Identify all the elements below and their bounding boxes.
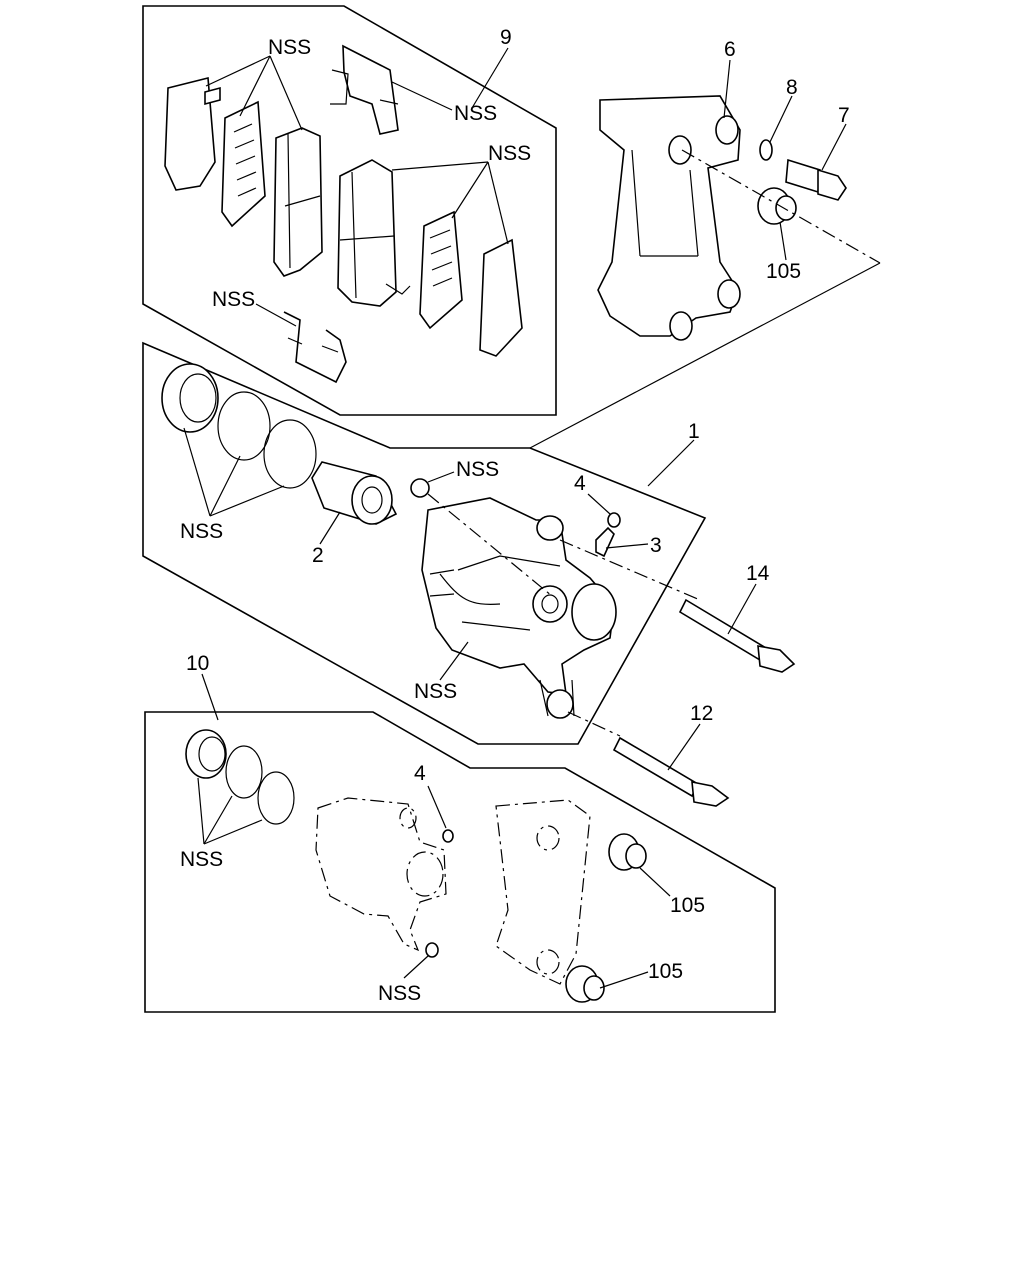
pad-clip-top bbox=[342, 44, 399, 135]
seal-kit-parts bbox=[185, 729, 295, 825]
brake-pad-outer bbox=[337, 159, 397, 307]
guide-pin-14 bbox=[678, 598, 796, 673]
callout-4-upper: 4 bbox=[574, 472, 586, 495]
guide-pin-12 bbox=[612, 736, 730, 807]
callout-nss-shims-top: NSS bbox=[268, 36, 311, 59]
bleeder-cap-4-lower bbox=[442, 829, 454, 843]
callout-6: 6 bbox=[724, 38, 736, 61]
callout-105-lower-b: 105 bbox=[648, 960, 683, 983]
caliper-outline-lower bbox=[315, 797, 447, 952]
callout-nss-pad-right: NSS bbox=[488, 142, 531, 165]
bracket-outline-lower bbox=[495, 799, 591, 985]
callout-4-lower: 4 bbox=[414, 762, 426, 785]
caliper-kit-leader bbox=[529, 262, 881, 449]
boot-105-lower-a bbox=[608, 833, 647, 871]
callout-nss-clip-top: NSS bbox=[454, 102, 497, 125]
pad-clip-bottom bbox=[283, 311, 347, 384]
callout-8: 8 bbox=[786, 76, 798, 99]
plug-nss-mid bbox=[410, 478, 430, 498]
plug-nss-lower bbox=[425, 942, 439, 958]
callout-10: 10 bbox=[186, 652, 209, 675]
piston-2 bbox=[311, 461, 398, 525]
washer-8 bbox=[759, 139, 773, 161]
callout-1: 1 bbox=[688, 420, 700, 443]
shim-slotted-left bbox=[221, 100, 266, 228]
piston-seal-set bbox=[161, 363, 317, 489]
callout-nss-plug-mid: NSS bbox=[456, 458, 499, 481]
caliper-bracket bbox=[597, 95, 741, 341]
callout-105-upper: 105 bbox=[766, 260, 801, 283]
callout-2: 2 bbox=[312, 544, 324, 567]
caliper-axis-lower bbox=[567, 711, 621, 737]
boot-105-upper bbox=[757, 187, 797, 225]
callout-nss-plug-lower: NSS bbox=[378, 982, 421, 1005]
shim-outer-right bbox=[479, 238, 523, 357]
callout-nss-seals-mid: NSS bbox=[180, 520, 223, 543]
shim-outer-left bbox=[164, 76, 216, 191]
bracket-axis-line bbox=[681, 149, 881, 264]
bolt-7 bbox=[785, 158, 847, 201]
pad-kit-parts bbox=[164, 44, 523, 384]
bleeder-screw-3 bbox=[595, 512, 621, 558]
shim-clip-left bbox=[204, 86, 221, 106]
callout-105-lower-a: 105 bbox=[670, 894, 705, 917]
seal-kit-frame bbox=[144, 711, 776, 1013]
pad-wear-indicator bbox=[385, 283, 411, 295]
callout-12: 12 bbox=[690, 702, 713, 725]
shim-slotted-right bbox=[419, 210, 463, 330]
caliper-kit-frame bbox=[142, 341, 707, 745]
callout-7: 7 bbox=[838, 104, 850, 127]
callout-9: 9 bbox=[500, 26, 512, 49]
callout-3: 3 bbox=[650, 534, 662, 557]
callout-14: 14 bbox=[746, 562, 770, 585]
callout-nss-caliper-body: NSS bbox=[414, 680, 457, 703]
pad-kit-frame bbox=[142, 5, 557, 416]
leader-lines bbox=[183, 47, 847, 989]
caliper-body bbox=[421, 497, 617, 719]
boot-105-lower-b bbox=[565, 965, 605, 1003]
callout-nss-seals-lower: NSS bbox=[180, 848, 223, 871]
callout-nss-clip-bottom: NSS bbox=[212, 288, 255, 311]
